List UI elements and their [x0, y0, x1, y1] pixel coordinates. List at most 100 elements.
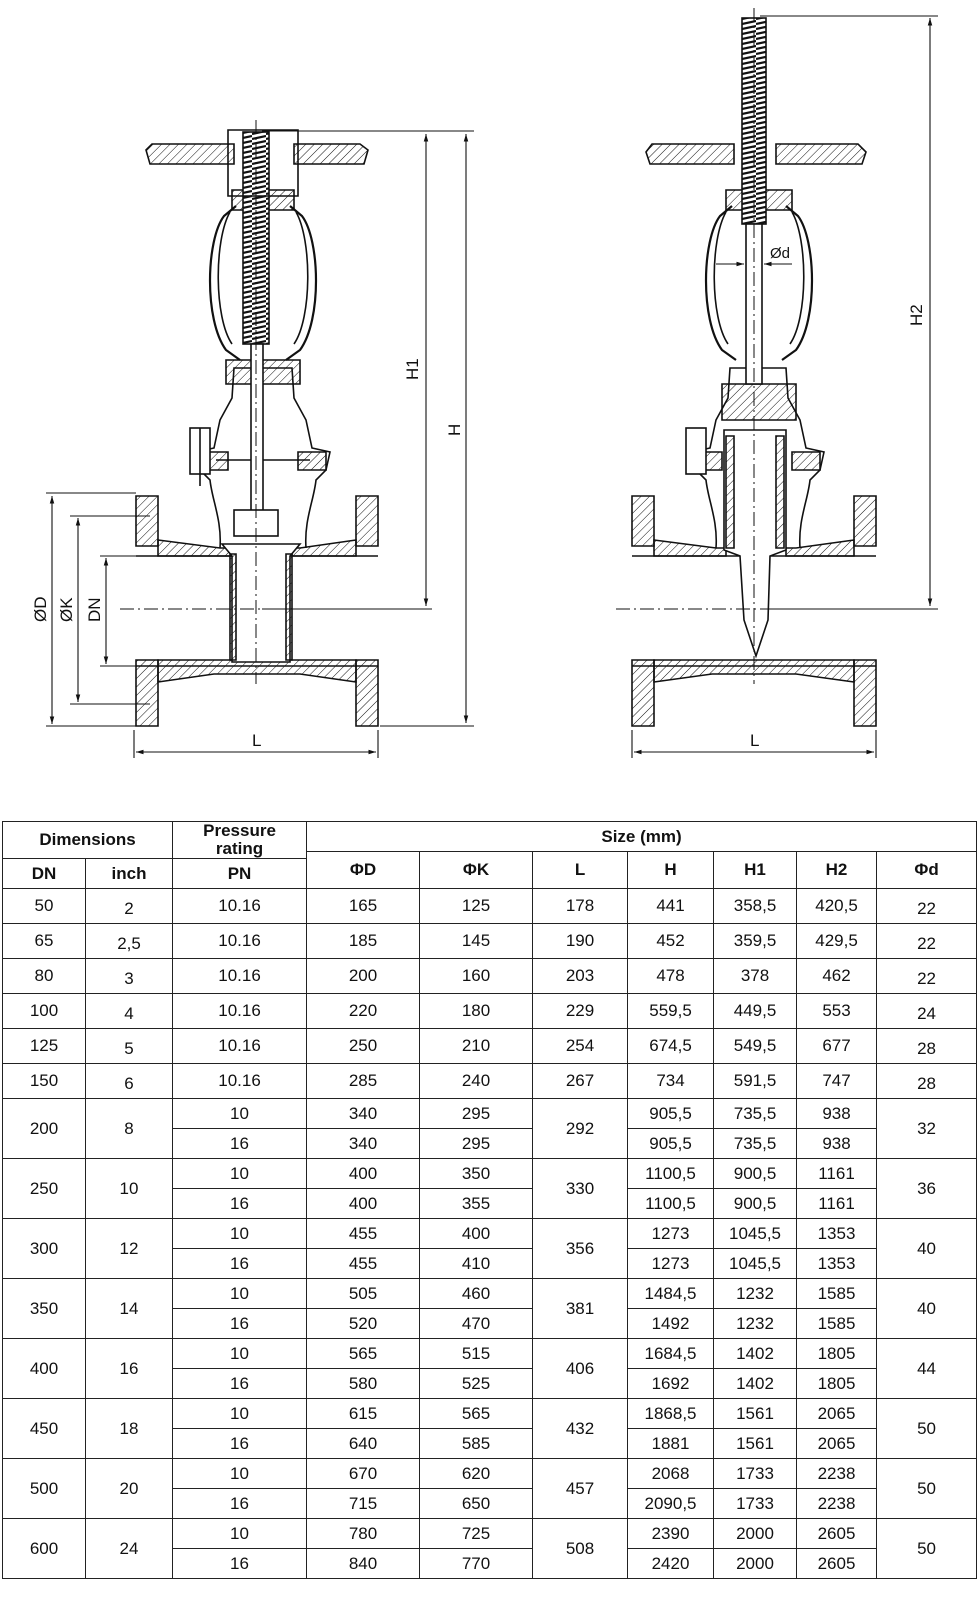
l-cell: 267: [532, 1063, 629, 1099]
h1-cell: 1232: [713, 1308, 798, 1339]
inch-cell: 4: [84, 993, 174, 1029]
phi-d-cell: 670: [306, 1458, 421, 1489]
h1-cell: 1561: [713, 1428, 798, 1459]
phi-d-cell: 780: [306, 1518, 421, 1549]
phi-k-cell: 295: [419, 1128, 534, 1159]
pn-cell: 16: [172, 1308, 308, 1339]
inch-cell: 20: [84, 1458, 174, 1519]
h2-cell: 429,5: [796, 923, 878, 959]
dn-cell: 65: [2, 923, 86, 959]
right-threaded-stem: [741, 17, 767, 225]
dn-cell: 450: [2, 1398, 86, 1459]
phi-d-cell: 565: [306, 1338, 421, 1369]
inch-cell: 6: [84, 1063, 174, 1099]
h-cell: 441: [627, 888, 715, 924]
pn-cell: 16: [172, 1248, 308, 1279]
stem-d-cell: 28: [876, 1028, 978, 1064]
pn-cell: 10.16: [172, 1063, 308, 1099]
l-cell: 356: [532, 1218, 629, 1279]
pn-cell: 16: [172, 1188, 308, 1219]
h2-cell: 1353: [796, 1218, 878, 1249]
h-cell: 1692: [627, 1368, 715, 1399]
pn-cell: 10.16: [172, 1028, 308, 1064]
pn-cell: 16: [172, 1368, 308, 1399]
dn-cell: 400: [2, 1338, 86, 1399]
h-cell: 1881: [627, 1428, 715, 1459]
stem-d-cell: 40: [876, 1278, 978, 1339]
phi-d-cell: 250: [306, 1028, 421, 1064]
stem-d-cell: 36: [876, 1158, 978, 1219]
right-dimensions: [631, 15, 938, 758]
phi-k-cell: 460: [419, 1278, 534, 1309]
phi-d-cell: 340: [306, 1098, 421, 1129]
od-stem-label: Ød: [770, 245, 790, 262]
h2-cell: 938: [796, 1098, 878, 1129]
pn-cell: 16: [172, 1428, 308, 1459]
l-cell: 381: [532, 1278, 629, 1339]
phi-k-cell: 770: [419, 1548, 534, 1579]
h2-cell: 553: [796, 993, 878, 1029]
inch-cell: 8: [84, 1098, 174, 1159]
h2-cell: 938: [796, 1128, 878, 1159]
phi-d-cell: 220: [306, 993, 421, 1029]
phi-k-cell: 210: [419, 1028, 534, 1064]
phi-d-cell: 580: [306, 1368, 421, 1399]
h1-cell: 1733: [713, 1488, 798, 1519]
dimensions-header: Dimensions: [1, 821, 174, 859]
phi-d-cell: 455: [306, 1218, 421, 1249]
h-cell: 1484,5: [627, 1278, 715, 1309]
ok-label: ØK: [57, 597, 76, 622]
inch-cell: 14: [84, 1278, 174, 1339]
h1-label: H1: [403, 358, 422, 380]
h2-cell: 1805: [796, 1368, 878, 1399]
size-header: Size (mm): [306, 821, 978, 852]
h2-cell: 1805: [796, 1338, 878, 1369]
l-cell: 432: [532, 1398, 629, 1459]
h2-label: H2: [907, 304, 926, 326]
h1-cell: 1402: [713, 1338, 798, 1369]
right-handwheel: [645, 143, 867, 165]
inch-cell: 5: [84, 1028, 174, 1064]
h-cell: 2390: [627, 1518, 715, 1549]
h1-cell: 378: [713, 958, 798, 994]
valve-drawing: ØD ØK DN L H1 H L: [31, 8, 938, 758]
phi-k-cell: 620: [419, 1458, 534, 1489]
inch-cell: 3: [84, 958, 174, 994]
phi-d-cell: 715: [306, 1488, 421, 1519]
phi-d-cell: 400: [306, 1188, 421, 1219]
yoke: [208, 205, 318, 361]
h-cell: 1492: [627, 1308, 715, 1339]
h2-cell: 2238: [796, 1488, 878, 1519]
phi-d-cell: 615: [306, 1398, 421, 1429]
phi-k-cell: 180: [419, 993, 534, 1029]
h-cell: 478: [627, 958, 715, 994]
right-valve-view: [616, 8, 896, 727]
h-cell: 1868,5: [627, 1398, 715, 1429]
dn-cell: 125: [2, 1028, 86, 1064]
h-cell: 1273: [627, 1248, 715, 1279]
l-cell: 330: [532, 1158, 629, 1219]
h-cell: 905,5: [627, 1098, 715, 1129]
stem-d-cell: 40: [876, 1218, 978, 1279]
pn-cell: 10: [172, 1158, 308, 1189]
stem-d-cell: 32: [876, 1098, 978, 1159]
dn-cell: 500: [2, 1458, 86, 1519]
right-wedge: [723, 429, 787, 659]
pn-cell: 10: [172, 1218, 308, 1249]
right-view-left-flange: [631, 495, 655, 727]
phi-d-cell: 455: [306, 1248, 421, 1279]
phi-k-cell: 295: [419, 1098, 534, 1129]
h-cell: 674,5: [627, 1028, 715, 1064]
h2-cell: 677: [796, 1028, 878, 1064]
h-label: H: [445, 424, 464, 436]
h1-cell: 735,5: [713, 1128, 798, 1159]
phi-d-small-header: Φd: [876, 851, 978, 889]
pn-cell: 10: [172, 1518, 308, 1549]
